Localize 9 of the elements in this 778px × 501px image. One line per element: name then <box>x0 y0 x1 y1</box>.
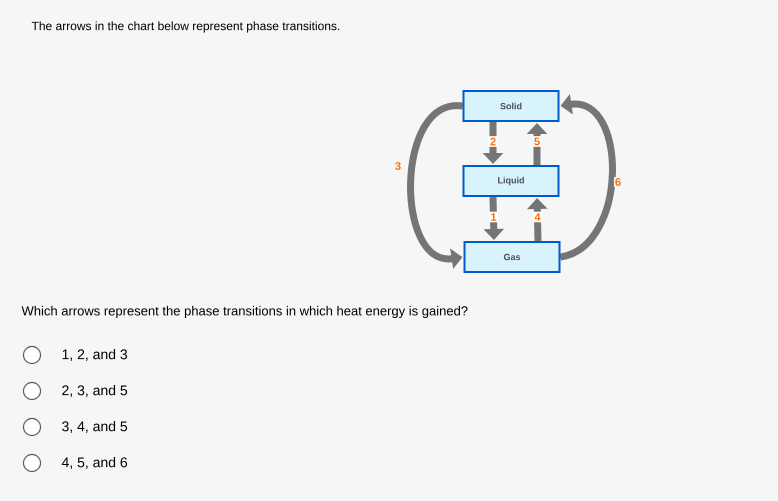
question-text: The arrows in the chart below represent phase transitions. <box>32 21 340 33</box>
answer-option: 3, 4, and 5 <box>62 421 128 433</box>
answer-option: 2, 3, and 5 <box>62 385 128 397</box>
phase-box: Solid <box>462 90 560 122</box>
answer-option: 4, 5, and 6 <box>62 457 128 469</box>
phase-box: Liquid <box>462 165 560 197</box>
answer-option: 1, 2, and 3 <box>62 349 128 361</box>
question-text: Which arrows represent the phase transitions in which heat energy is gained? <box>22 306 468 318</box>
phase-box: Gas <box>464 241 560 273</box>
